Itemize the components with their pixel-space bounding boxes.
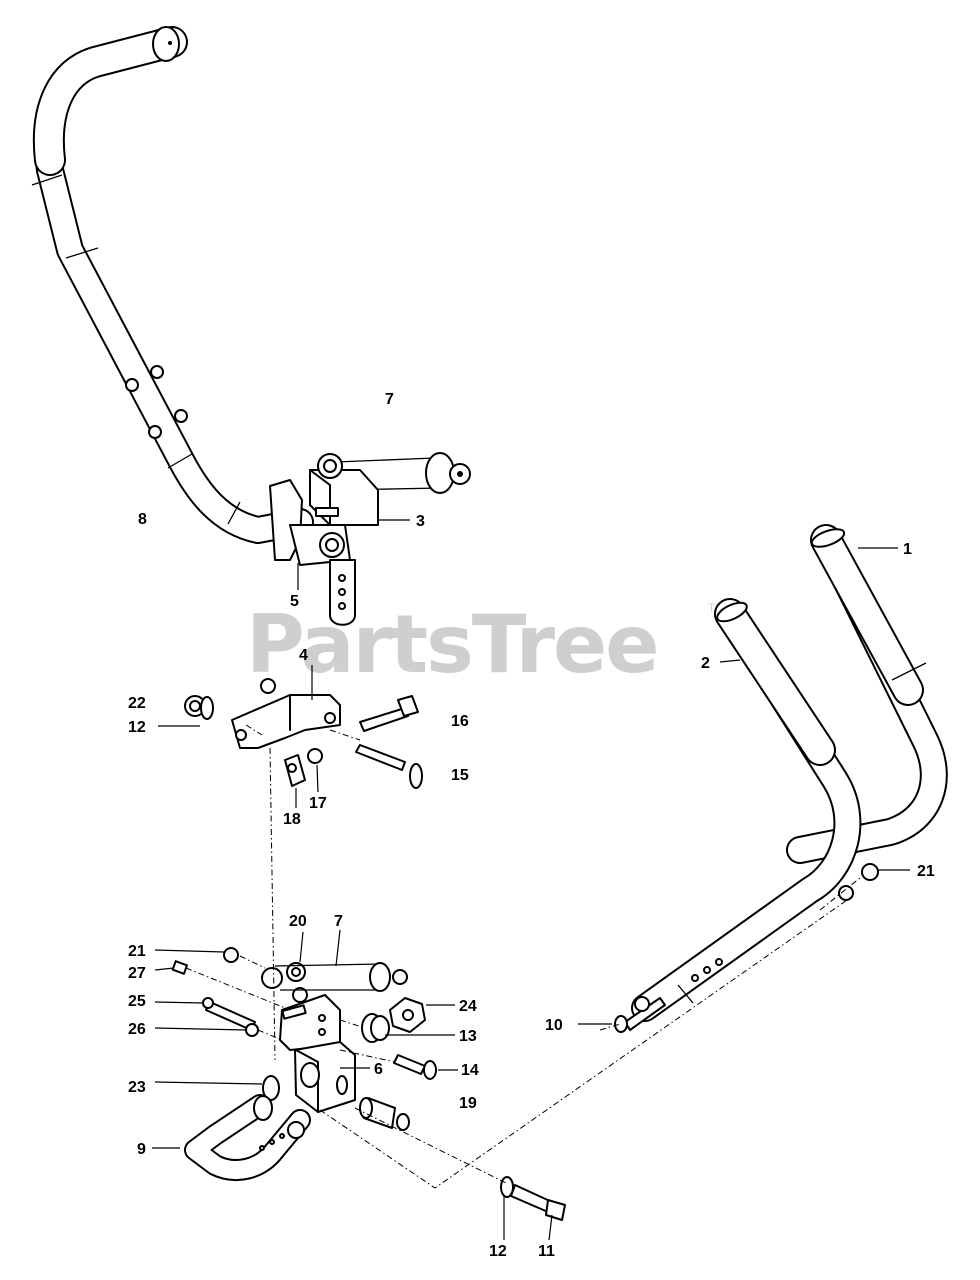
callout-7-upper: 7 <box>385 391 394 408</box>
callout-11: 11 <box>538 1243 555 1260</box>
callout-14: 14 <box>461 1062 479 1079</box>
part-26-nut <box>245 1023 259 1037</box>
callout-16: 16 <box>451 713 469 730</box>
callout-10: 10 <box>545 1017 563 1034</box>
part-2-right-handle-bar <box>631 598 862 1022</box>
part-20-nut <box>286 962 308 1003</box>
part-7-upper-spring <box>335 452 471 494</box>
callout-25: 25 <box>128 993 146 1010</box>
callout-1: 1 <box>903 541 912 558</box>
callout-13: 13 <box>459 1028 477 1045</box>
part-19-spacer <box>359 1097 410 1131</box>
part-14-bolt <box>393 1054 437 1080</box>
callout-12-lower: 12 <box>489 1243 507 1260</box>
part-9-foot-bar <box>184 1094 311 1181</box>
part-27-setscrew <box>171 960 189 975</box>
part-15-pin <box>355 744 423 789</box>
callout-21-right: 21 <box>917 863 935 880</box>
callout-3: 3 <box>416 513 425 530</box>
part-1-right-handle-bar <box>786 524 948 864</box>
assembly-lines <box>185 724 861 1189</box>
callout-labels: 1 2 3 4 5 6 7 7 8 9 10 11 12 12 13 14 15… <box>128 391 935 1260</box>
part-7-lower-spring <box>261 962 408 992</box>
callout-27: 27 <box>128 965 146 982</box>
part-6-lower-bracket <box>279 994 356 1113</box>
callout-24: 24 <box>459 998 477 1015</box>
callout-4: 4 <box>299 647 308 664</box>
part-17-nut <box>307 748 323 764</box>
callout-23: 23 <box>128 1079 146 1096</box>
part-12-washer-upper <box>200 696 214 720</box>
callout-6: 6 <box>374 1061 383 1078</box>
callout-2: 2 <box>701 655 710 672</box>
part-16-bolt <box>359 695 419 732</box>
callout-8: 8 <box>138 511 147 528</box>
leader-lines <box>152 519 910 1241</box>
part-4-bracket <box>231 678 341 749</box>
callout-26: 26 <box>128 1021 146 1038</box>
callout-5: 5 <box>290 593 299 610</box>
callout-7-lower: 7 <box>334 913 343 930</box>
part-21-nut-lower <box>223 947 239 963</box>
watermark-text: PartsTree <box>246 598 658 691</box>
part-24-nut <box>389 997 426 1033</box>
part-8-left-handle-bar <box>31 26 314 544</box>
callout-9: 9 <box>137 1141 146 1158</box>
part-11-bolt <box>510 1184 566 1221</box>
callout-19: 19 <box>459 1095 477 1112</box>
part-13-washers <box>361 1013 390 1043</box>
callout-22: 22 <box>128 695 146 712</box>
part-23-washer <box>262 1075 280 1101</box>
part-10-bolt <box>614 996 666 1033</box>
callout-15: 15 <box>451 767 469 784</box>
part-18-clip <box>284 754 306 787</box>
part-21-nut-right <box>838 863 879 901</box>
callout-20: 20 <box>289 913 307 930</box>
callout-18: 18 <box>283 811 301 828</box>
callout-17: 17 <box>309 795 327 812</box>
part-3-upper-bracket <box>309 453 379 526</box>
callout-21-lower: 21 <box>128 943 146 960</box>
part-5-upper-mount <box>269 479 356 626</box>
callout-12-upper: 12 <box>128 719 146 736</box>
